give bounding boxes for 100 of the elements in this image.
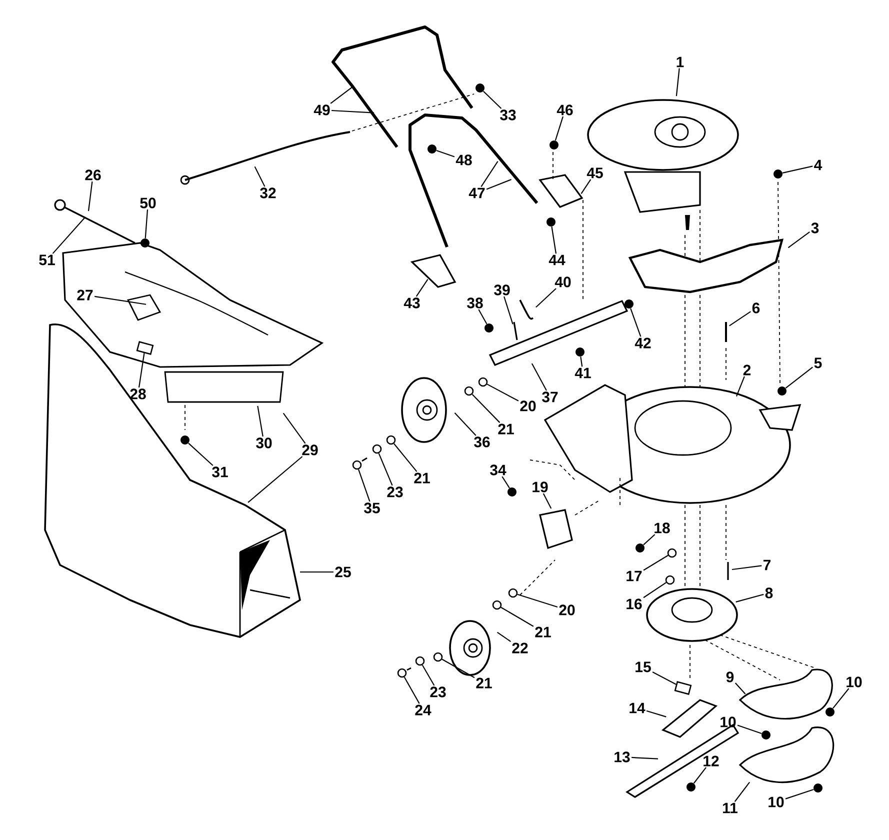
callout-number: 18 <box>654 522 670 534</box>
leader-line <box>188 442 214 466</box>
callout-number: 23 <box>430 686 446 698</box>
nut <box>140 238 150 248</box>
leader-line <box>517 594 558 608</box>
washer <box>415 656 425 666</box>
callout-number: 48 <box>456 154 472 166</box>
callout-number: 20 <box>559 604 575 616</box>
washer <box>352 460 362 470</box>
callout-number: 2 <box>743 364 751 376</box>
callout-number: 49 <box>314 104 330 116</box>
leader-line <box>478 309 488 324</box>
washer <box>492 600 502 610</box>
leader-line <box>144 209 148 238</box>
nut <box>826 708 834 716</box>
callout-number: 47 <box>468 188 485 198</box>
callout-number: 20 <box>520 400 536 412</box>
leader-line <box>734 682 746 694</box>
leader-line <box>472 394 500 423</box>
washer <box>397 668 407 678</box>
leader-line <box>52 216 86 254</box>
callout-number: 4 <box>814 160 822 170</box>
leader-line <box>422 664 435 686</box>
leader-line <box>542 493 552 509</box>
leader-line <box>736 594 764 602</box>
leader-line <box>632 756 658 760</box>
callout-number: 14 <box>630 702 646 714</box>
callout-number: 32 <box>260 188 276 198</box>
leader-line <box>531 363 547 391</box>
callout-number: 27 <box>77 290 93 300</box>
leader-line <box>551 226 557 254</box>
nut <box>546 218 556 226</box>
nut <box>476 84 484 92</box>
nut <box>576 348 584 356</box>
callout-number: 39 <box>494 284 510 296</box>
washer <box>464 386 474 396</box>
nut <box>774 170 782 178</box>
leader-line <box>358 469 370 502</box>
callout-number: 30 <box>256 438 272 448</box>
leader-line <box>436 150 455 158</box>
leader-line <box>782 166 813 174</box>
leader-line <box>785 788 814 800</box>
callout-number: 40 <box>554 276 571 288</box>
washer <box>508 588 518 598</box>
nut <box>428 144 436 154</box>
nut <box>762 730 770 740</box>
callout-number: 42 <box>634 338 651 348</box>
nut <box>778 386 786 396</box>
leader-line <box>734 782 750 802</box>
callout-number: 21 <box>535 626 551 638</box>
leader-line <box>480 161 498 187</box>
callout-number: 50 <box>140 198 156 208</box>
leader-line <box>788 232 810 248</box>
leader-line <box>300 571 334 573</box>
nut <box>636 544 644 552</box>
callout-number: 33 <box>500 110 516 120</box>
plate <box>136 341 154 355</box>
leader-line <box>832 688 850 709</box>
leader-line <box>502 476 510 488</box>
leader-line <box>676 68 680 96</box>
leader-line <box>394 443 418 472</box>
leader-line <box>282 412 306 444</box>
callout-number: 45 <box>586 168 603 178</box>
callout-number: 44 <box>548 254 566 266</box>
callout-number: 10 <box>846 676 862 688</box>
leader-line <box>652 672 676 685</box>
callout-number: 21 <box>498 424 514 434</box>
callout-number: 28 <box>130 388 146 400</box>
leader-line <box>500 606 534 627</box>
callout-number: 9 <box>726 672 734 682</box>
leader-line <box>554 116 564 141</box>
callout-number: 43 <box>404 298 420 308</box>
leader-line <box>486 178 512 190</box>
nut <box>484 324 494 332</box>
callout-number: 13 <box>614 752 630 762</box>
leader-line <box>643 534 656 546</box>
callout-number: 19 <box>532 482 548 492</box>
callout-number: 51 <box>39 254 55 266</box>
callout-number: 38 <box>467 298 483 308</box>
leader-line <box>496 632 512 642</box>
callout-number: 26 <box>85 170 101 180</box>
callout-number: 29 <box>302 444 318 456</box>
washer <box>665 575 675 585</box>
leader-line <box>138 353 145 388</box>
callout-number: 25 <box>335 566 351 578</box>
callout-number: 31 <box>212 466 228 478</box>
leader-line <box>254 166 266 187</box>
callout-number: 23 <box>387 486 403 498</box>
leader-line <box>248 456 303 503</box>
leader-line <box>580 356 583 367</box>
callout-number: 3 <box>811 222 819 234</box>
leader-line <box>404 676 420 704</box>
leader-line <box>486 384 519 402</box>
washer <box>372 444 382 454</box>
callout-number: 7 <box>763 560 771 570</box>
leader-line <box>643 554 668 571</box>
leader-line <box>94 296 146 305</box>
leader-line <box>737 724 762 734</box>
callout-number: 10 <box>768 796 784 808</box>
callout-number: 35 <box>364 502 380 514</box>
